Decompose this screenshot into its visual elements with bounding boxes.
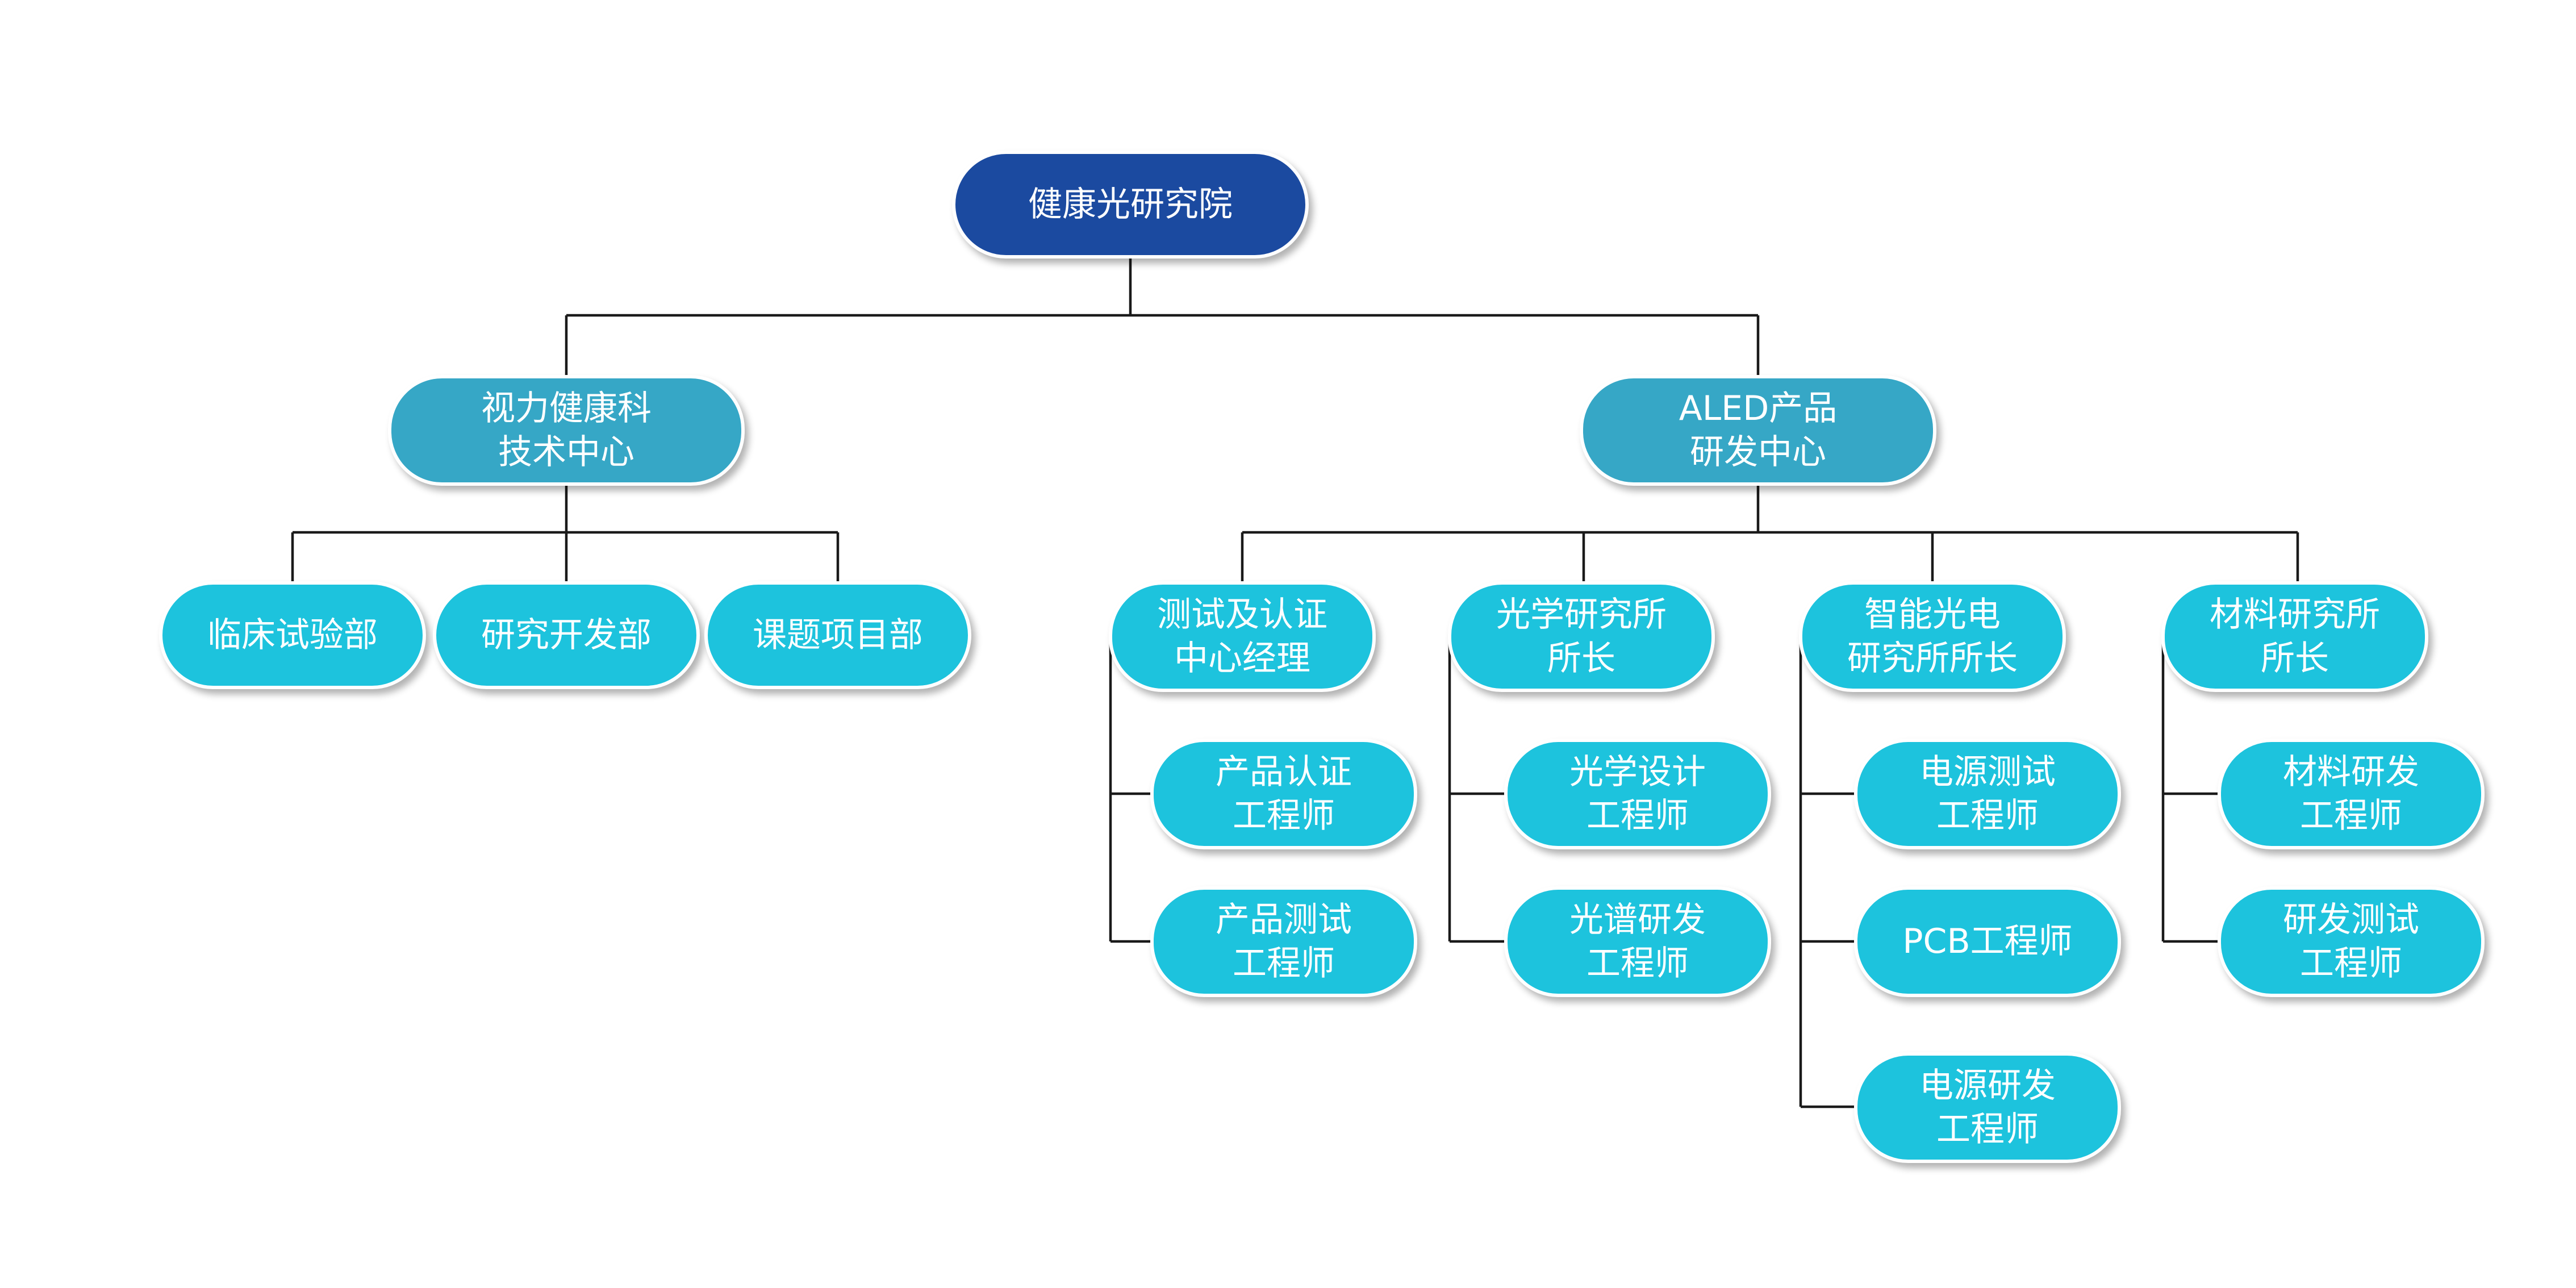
node-spectrum-rd-engineer-label-line2: 工程师 <box>1586 943 1689 983</box>
connector-vision-depts <box>291 486 840 581</box>
node-project-dept-label: 课题项目部 <box>753 615 923 655</box>
node-rd-test-engineer-label-line2: 工程师 <box>2300 943 2402 983</box>
node-vision-health-center[interactable]: 视力健康科 技术中心 <box>388 375 745 486</box>
node-spectrum-rd-engineer[interactable]: 光谱研发 工程师 <box>1504 886 1771 997</box>
node-optics-director[interactable]: 光学研究所 所长 <box>1448 581 1715 692</box>
node-pcb-engineer-label: PCB工程师 <box>1902 922 2073 962</box>
node-power-rd-engineer-label-line2: 工程师 <box>1936 1109 2039 1149</box>
node-product-cert-engineer-label-line2: 工程师 <box>1233 795 1335 836</box>
node-material-rd-engineer[interactable]: 材料研发 工程师 <box>2218 739 2485 849</box>
node-research-dev-dept-label: 研究开发部 <box>481 615 652 655</box>
node-optical-design-engineer-label-line1: 光学设计 <box>1569 752 1706 792</box>
node-optics-director-label-line1: 光学研究所 <box>1496 594 1667 635</box>
node-clinical-trial-dept[interactable]: 临床试验部 <box>159 581 426 689</box>
node-smart-optoelectronics-director-label-line1: 智能光电 <box>1864 594 2001 635</box>
node-product-cert-engineer-label-line1: 产品认证 <box>1216 752 1352 792</box>
node-product-cert-engineer[interactable]: 产品认证 工程师 <box>1150 739 1417 849</box>
node-material-rd-engineer-label-line1: 材料研发 <box>2283 752 2419 792</box>
node-product-test-engineer-label-line2: 工程师 <box>1233 943 1335 983</box>
connector-root-centers <box>565 256 1760 375</box>
node-power-test-engineer[interactable]: 电源测试 工程师 <box>1854 739 2121 849</box>
connector-optics-members <box>1448 632 1506 943</box>
node-materials-director[interactable]: 材料研究所 所长 <box>2161 581 2428 692</box>
connector-aled-heads <box>1241 486 2299 581</box>
node-optical-design-engineer[interactable]: 光学设计 工程师 <box>1504 739 1771 849</box>
connector-test-cert-members <box>1109 632 1152 943</box>
connector-material-members <box>2161 632 2220 943</box>
node-clinical-trial-dept-label: 临床试验部 <box>207 615 378 655</box>
node-spectrum-rd-engineer-label-line1: 光谱研发 <box>1569 899 1706 940</box>
node-materials-director-label-line2: 所长 <box>2261 638 2329 678</box>
node-materials-director-label-line1: 材料研究所 <box>2210 594 2380 635</box>
node-aled-center-label-line2: 研发中心 <box>1690 432 1826 472</box>
node-test-cert-manager[interactable]: 测试及认证 中心经理 <box>1109 581 1376 692</box>
node-power-test-engineer-label-line2: 工程师 <box>1936 795 2039 836</box>
node-institute[interactable]: 健康光研究院 <box>952 151 1309 259</box>
node-test-cert-manager-label-line2: 中心经理 <box>1174 638 1310 678</box>
node-aled-center[interactable]: ALED产品 研发中心 <box>1580 375 1936 486</box>
node-rd-test-engineer-label-line1: 研发测试 <box>2283 899 2419 940</box>
node-optical-design-engineer-label-line2: 工程师 <box>1586 795 1689 836</box>
node-material-rd-engineer-label-line2: 工程师 <box>2300 795 2402 836</box>
node-smart-optoelectronics-director-label-line2: 研究所所长 <box>1847 638 2018 678</box>
node-rd-test-engineer[interactable]: 研发测试 工程师 <box>2218 886 2485 997</box>
connector-smart-members <box>1799 632 1856 1108</box>
node-power-test-engineer-label-line1: 电源测试 <box>1919 752 2056 792</box>
node-pcb-engineer[interactable]: PCB工程师 <box>1854 886 2121 997</box>
node-product-test-engineer[interactable]: 产品测试 工程师 <box>1150 886 1417 997</box>
node-vision-health-center-label-line2: 技术中心 <box>498 432 634 472</box>
node-project-dept[interactable]: 课题项目部 <box>704 581 971 689</box>
node-product-test-engineer-label-line1: 产品测试 <box>1216 899 1352 940</box>
node-test-cert-manager-label-line1: 测试及认证 <box>1157 594 1327 635</box>
node-smart-optoelectronics-director[interactable]: 智能光电 研究所所长 <box>1799 581 2066 692</box>
node-institute-label: 健康光研究院 <box>1028 184 1233 224</box>
node-research-dev-dept[interactable]: 研究开发部 <box>433 581 700 689</box>
node-power-rd-engineer[interactable]: 电源研发 工程师 <box>1854 1052 2121 1163</box>
node-optics-director-label-line2: 所长 <box>1547 638 1615 678</box>
node-vision-health-center-label-line1: 视力健康科 <box>481 388 652 428</box>
node-aled-center-label-line1: ALED产品 <box>1679 388 1838 428</box>
node-power-rd-engineer-label-line1: 电源研发 <box>1919 1065 2056 1106</box>
